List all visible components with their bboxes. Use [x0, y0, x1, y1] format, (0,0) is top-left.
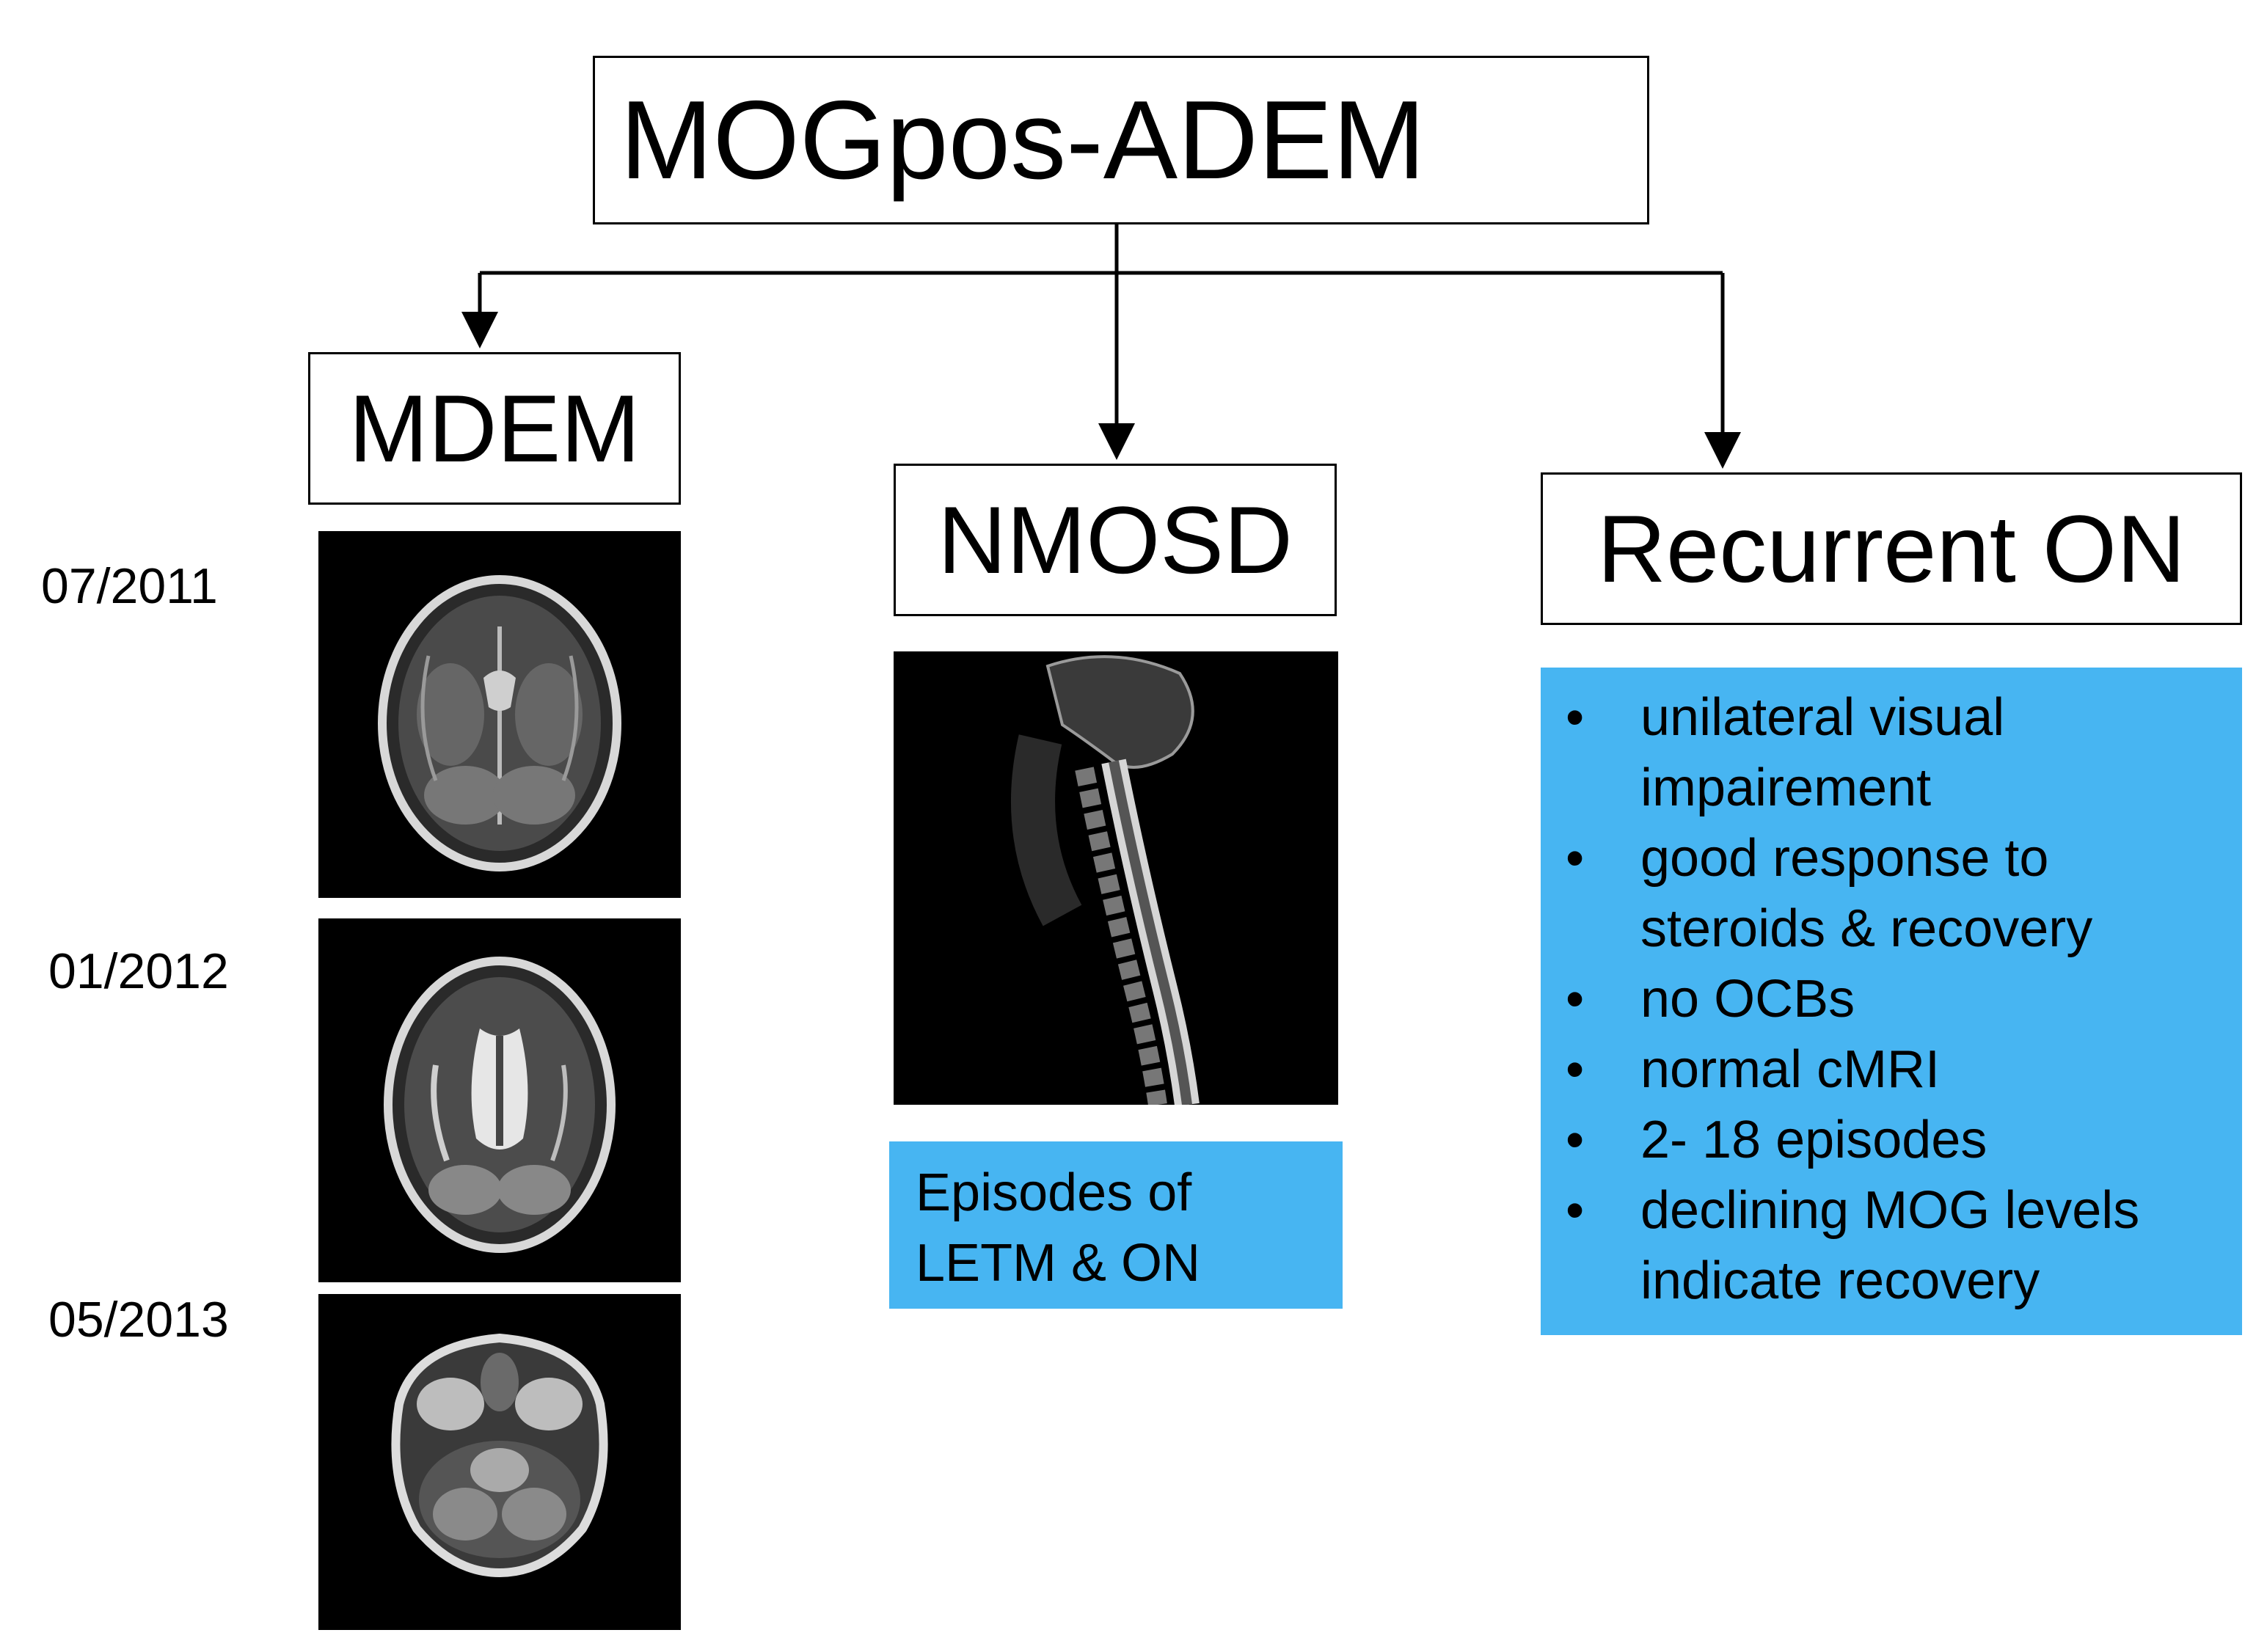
bullet-icon: • — [1566, 1181, 1585, 1240]
feature-item: • 2- 18 episodes — [1541, 1105, 2242, 1175]
feature-item: • declining MOG levels indicate recovery — [1541, 1175, 2242, 1316]
nmosd-note-line: Episodes of — [916, 1163, 1192, 1222]
spinal-mri-image-sagittal — [894, 651, 1338, 1105]
feature-item: • unilateral visual impairement — [1541, 682, 2242, 823]
mri-date-label: 07/2011 — [41, 558, 218, 614]
features-list: • unilateral visual impairement • good res… — [1541, 682, 2242, 1316]
nmosd-note-box: Episodes of LETM & ON — [889, 1141, 1343, 1309]
bullet-icon: • — [1566, 1040, 1585, 1099]
recurrent-on-node-box: Recurrent ON — [1541, 472, 2242, 625]
feature-text: no OCBs — [1640, 970, 1855, 1028]
mdem-node-box: MDEM — [308, 352, 681, 505]
recurrent-on-node-label: Recurrent ON — [1597, 495, 2186, 602]
bullet-icon: • — [1566, 829, 1585, 888]
bullet-icon: • — [1566, 970, 1585, 1028]
root-node-label: MOGpos-ADEM — [620, 77, 1425, 202]
recurrent-on-features-box: • unilateral visual impairement • good res… — [1541, 668, 2242, 1335]
feature-text: good response to steroids & recovery — [1640, 829, 2093, 958]
mri-date-label: 05/2013 — [48, 1292, 229, 1348]
bullet-icon: • — [1566, 1111, 1585, 1169]
root-node-box: MOGpos-ADEM — [593, 56, 1649, 224]
feature-item: • no OCBs — [1541, 964, 2242, 1034]
mri-date-label: 01/2012 — [48, 943, 229, 999]
bullet-icon: • — [1566, 688, 1585, 747]
brain-mri-image-axial-3 — [318, 1294, 681, 1630]
feature-item: • normal cMRI — [1541, 1034, 2242, 1105]
nmosd-node-label: NMOSD — [938, 486, 1293, 593]
feature-text: declining MOG levels indicate recovery — [1640, 1181, 2140, 1310]
brain-mri-image-axial-2 — [318, 918, 681, 1282]
mdem-node-label: MDEM — [348, 375, 640, 482]
feature-text: unilateral visual impairement — [1640, 688, 2005, 817]
nmosd-node-box: NMOSD — [894, 464, 1337, 616]
brain-mri-image-axial-1 — [318, 531, 681, 898]
feature-text: 2- 18 episodes — [1640, 1111, 1987, 1169]
feature-text: normal cMRI — [1640, 1040, 1941, 1099]
nmosd-note-line: LETM & ON — [916, 1234, 1201, 1293]
feature-item: • good response to steroids & recovery — [1541, 823, 2242, 964]
